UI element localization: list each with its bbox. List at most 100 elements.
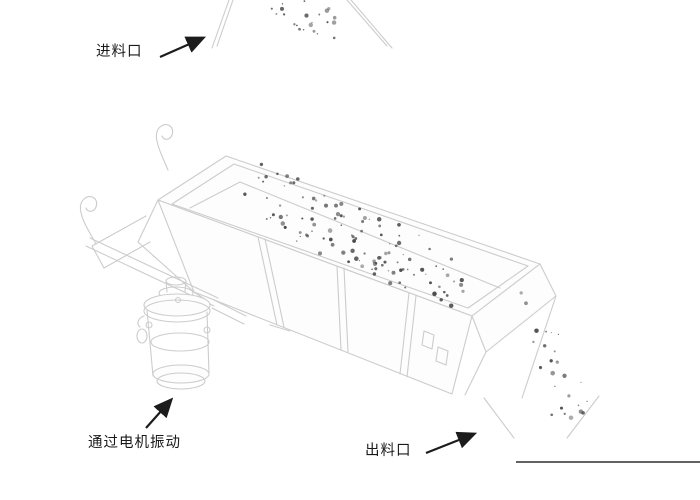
particle-dot [317,251,323,256]
particle-dot [438,285,441,289]
particle-dot [378,256,382,260]
particle-dot [331,20,337,25]
particle-dot [406,268,409,271]
particle-dot [538,366,542,369]
particle-dot [283,225,287,229]
particle-dot [407,257,412,262]
particle-dot [401,268,405,271]
particle-dot [298,231,302,234]
particle-dot [387,251,391,255]
particle-dot [363,252,366,255]
particle-dot [335,211,341,217]
particle-dot [368,218,371,221]
particle-dot [296,24,298,27]
particle-dot [445,273,450,278]
feeder-trough-sketch [79,124,600,439]
particle-dot [333,217,337,220]
particle-dot [425,273,427,276]
particle-dot [568,415,574,420]
particle-dot [302,29,305,31]
particle-dot [398,234,401,237]
particle-dot [283,184,286,187]
particle-dot [340,224,343,226]
particle-dot [550,413,554,417]
feed-inlet-arrow [159,36,207,59]
particle-dot [372,261,378,267]
particle-dot [327,228,333,233]
particle-dot [334,203,338,208]
particle-dot [316,33,319,35]
particle-dot [314,199,318,202]
particle-dot [429,281,432,285]
particle-dot [388,242,391,245]
particle-dot [448,303,454,308]
particle-dot [308,22,313,28]
particle-dot [404,286,407,289]
particle-dot [358,259,361,262]
particle-dot [278,204,282,207]
particle-dot [383,260,387,264]
particle-dot [285,214,288,217]
particle-dot [443,290,446,294]
particle-dot [332,36,336,40]
particle-dot [396,240,402,246]
particle-dot [275,12,278,15]
particle-dot [292,181,296,185]
particle-dot [354,256,359,261]
particle-dot [378,224,382,228]
particle-dot [374,267,378,271]
particle-dot [554,385,556,387]
particle-dot [339,214,343,218]
particle-dot [420,268,422,271]
particle-dot [428,247,431,251]
particle-dot [270,7,273,10]
particle-dot [461,289,465,293]
particle-dot [550,370,555,376]
particle-dot [282,13,286,16]
particle-dot [296,177,300,181]
particle-dot [358,207,362,211]
label-motor-vibration: 通过电机振动 [88,435,181,451]
particle-dot [553,350,556,353]
particle-dot [304,13,309,18]
particle-dot [545,330,547,333]
particle-dot [577,404,580,407]
particle-dot [459,282,464,287]
particle-dot [362,215,367,221]
particle-dot [265,218,268,220]
particle-dot [298,27,301,31]
particle-dot [549,359,553,363]
particle-dot [351,235,355,239]
particle-dot [293,23,296,26]
motor-sketch [136,276,247,390]
motor-vibration-arrow [145,397,174,429]
particle-dot [524,301,528,306]
particle-dot [445,294,449,297]
particle-dot [586,400,588,403]
particle-dot [281,3,284,5]
particle-dot [361,220,365,223]
particle-dot [280,221,286,226]
particle-dot [402,253,404,256]
particle-dot [322,237,325,240]
particle-dot [295,240,298,242]
particle-dot [311,230,313,233]
particle-dot [557,333,560,336]
particle-dot [326,21,329,24]
particle-dot [312,222,317,227]
particle-dot [452,280,456,283]
particle-dot [332,15,337,20]
annotation-arrows [145,36,478,455]
particle-dot [397,222,401,227]
particle-dot [354,237,358,240]
particle-dot [388,281,393,286]
particle-dot [311,21,313,24]
particle-dot [311,196,316,201]
particle-dot [435,265,438,268]
particle-dot [555,360,559,364]
particle-dot [372,272,377,276]
particle-dot [269,217,272,219]
particle-dot [567,394,571,398]
particle-dot [413,273,415,276]
